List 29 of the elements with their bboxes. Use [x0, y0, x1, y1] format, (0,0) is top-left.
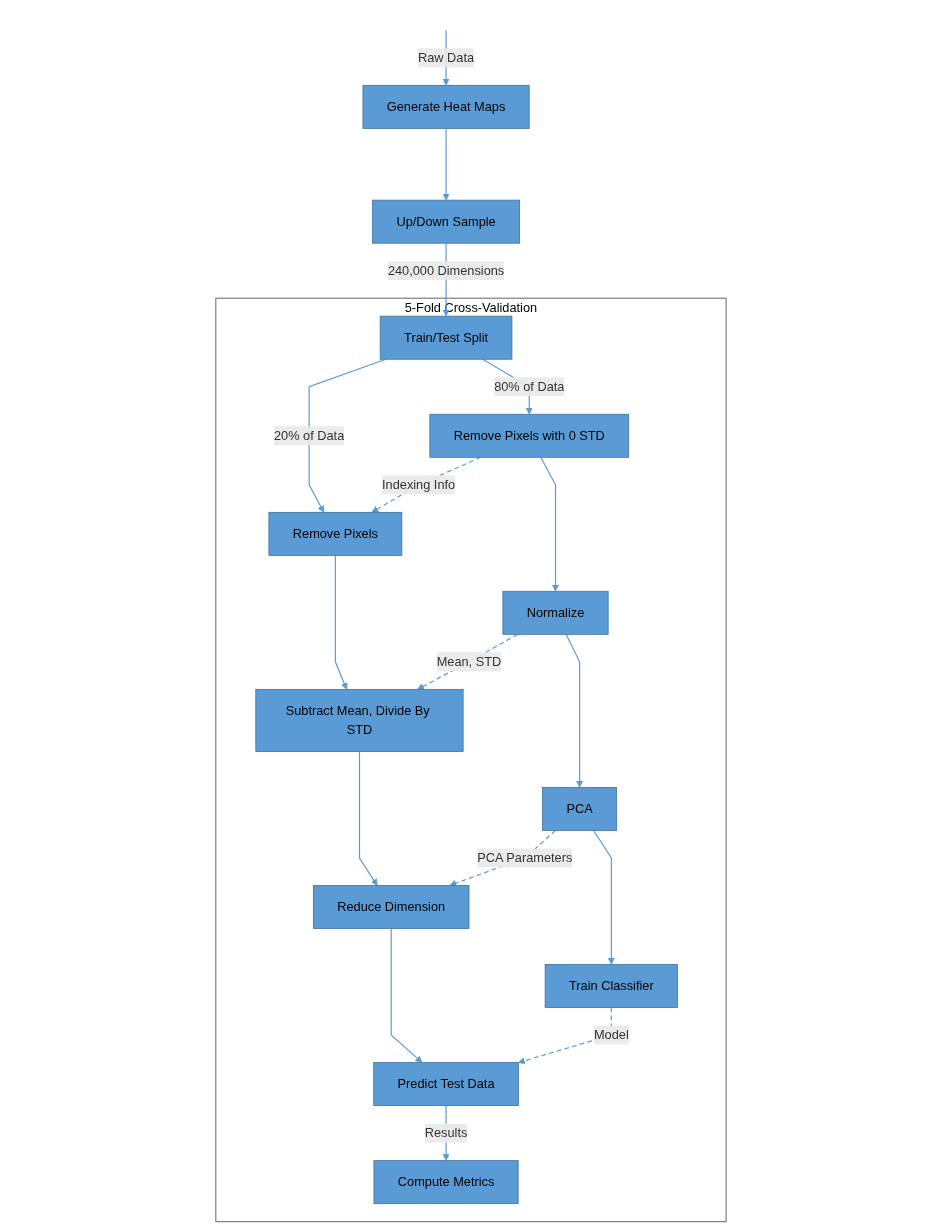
edge-label: Mean, STD: [436, 654, 502, 669]
node-box: Train/Test Split: [379, 315, 513, 360]
node-box: Up/Down Sample: [372, 199, 521, 244]
arrow: [540, 456, 560, 592]
edge-label: Model: [594, 1027, 629, 1042]
node-box: Subtract Mean, Divide By STD: [255, 688, 464, 752]
edge-label: Raw Data: [418, 50, 475, 65]
node-box: Remove Pixels: [268, 511, 403, 556]
node-box: Predict Test Data: [373, 1062, 519, 1106]
edge-label: PCA Parameters: [477, 850, 573, 865]
node-box: Generate Heat Maps: [362, 84, 530, 129]
arrow: [390, 928, 423, 1063]
edge-label: 20% of Data: [274, 428, 345, 443]
edge-label: Results: [424, 1125, 468, 1140]
node-box: PCA: [542, 787, 618, 831]
edge-label: 240,000 Dimensions: [387, 263, 505, 278]
edge-label: 80% of Data: [494, 379, 565, 394]
arrow: [334, 554, 348, 690]
node-box: Compute Metrics: [373, 1160, 519, 1205]
edge-label: Indexing Info: [382, 477, 456, 492]
node-box: Reduce Dimension: [313, 885, 470, 929]
node-box: Remove Pixels with 0 STD: [429, 413, 630, 458]
arrow: [358, 750, 378, 886]
node-box: Train Classifier: [544, 964, 678, 1008]
arrow: [565, 633, 584, 788]
node-box: Normalize: [502, 590, 609, 635]
arrow: [442, 127, 450, 201]
arrow: [593, 829, 615, 965]
arrow: [417, 633, 519, 690]
